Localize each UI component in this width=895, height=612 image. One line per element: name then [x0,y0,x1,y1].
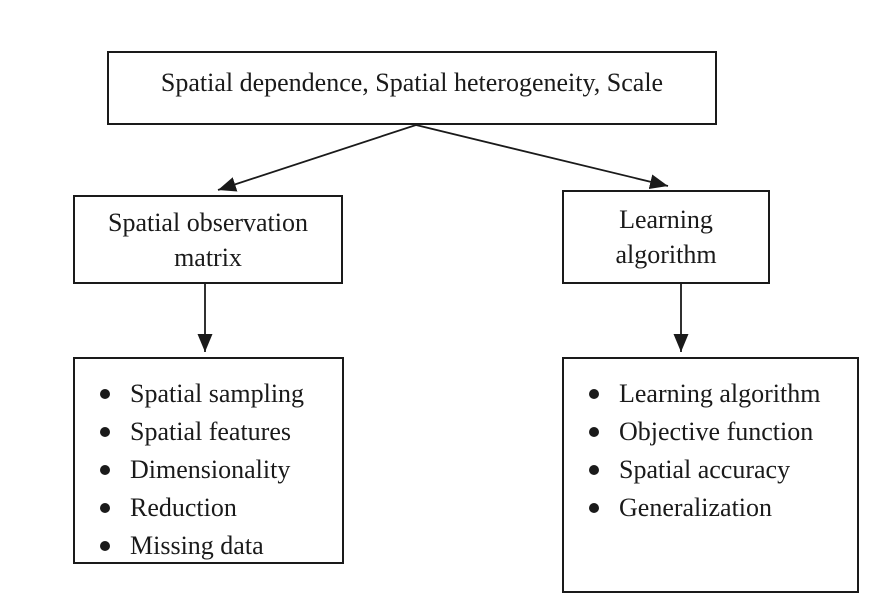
spatial-observation-details-box: Spatial sampling Spatial features Dimens… [73,357,344,564]
learning-algorithm-details-list: Learning algorithm Objective function Sp… [564,359,857,527]
arrow-root-to-right-branch [415,124,669,190]
list-item: Spatial accuracy [564,451,853,489]
learning-algorithm-label: Learning algorithm [615,205,717,269]
list-item: Missing data [75,527,338,565]
list-item: Reduction [75,489,338,527]
root-concepts-label: Spatial dependence, Spatial heterogeneit… [160,67,664,97]
list-item: Generalization [564,489,853,527]
list-item: Spatial features [75,413,338,451]
learning-algorithm-details-box: Learning algorithm Objective function Sp… [562,357,859,593]
spatial-observation-details-list: Spatial sampling Spatial features Dimens… [75,359,342,565]
learning-algorithm-box: Learning algorithm [562,190,770,284]
spatial-observation-matrix-box: Spatial observation matrix [73,195,343,284]
list-item: Objective function [564,413,853,451]
spatial-observation-matrix-label: Spatial observation matrix [107,207,308,272]
list-item: Dimensionality [75,451,338,489]
arrow-root-to-left-branch [217,124,417,192]
list-item: Learning algorithm [564,375,853,413]
root-concepts-box: Spatial dependence, Spatial heterogeneit… [107,51,717,125]
list-item: Spatial sampling [75,375,338,413]
